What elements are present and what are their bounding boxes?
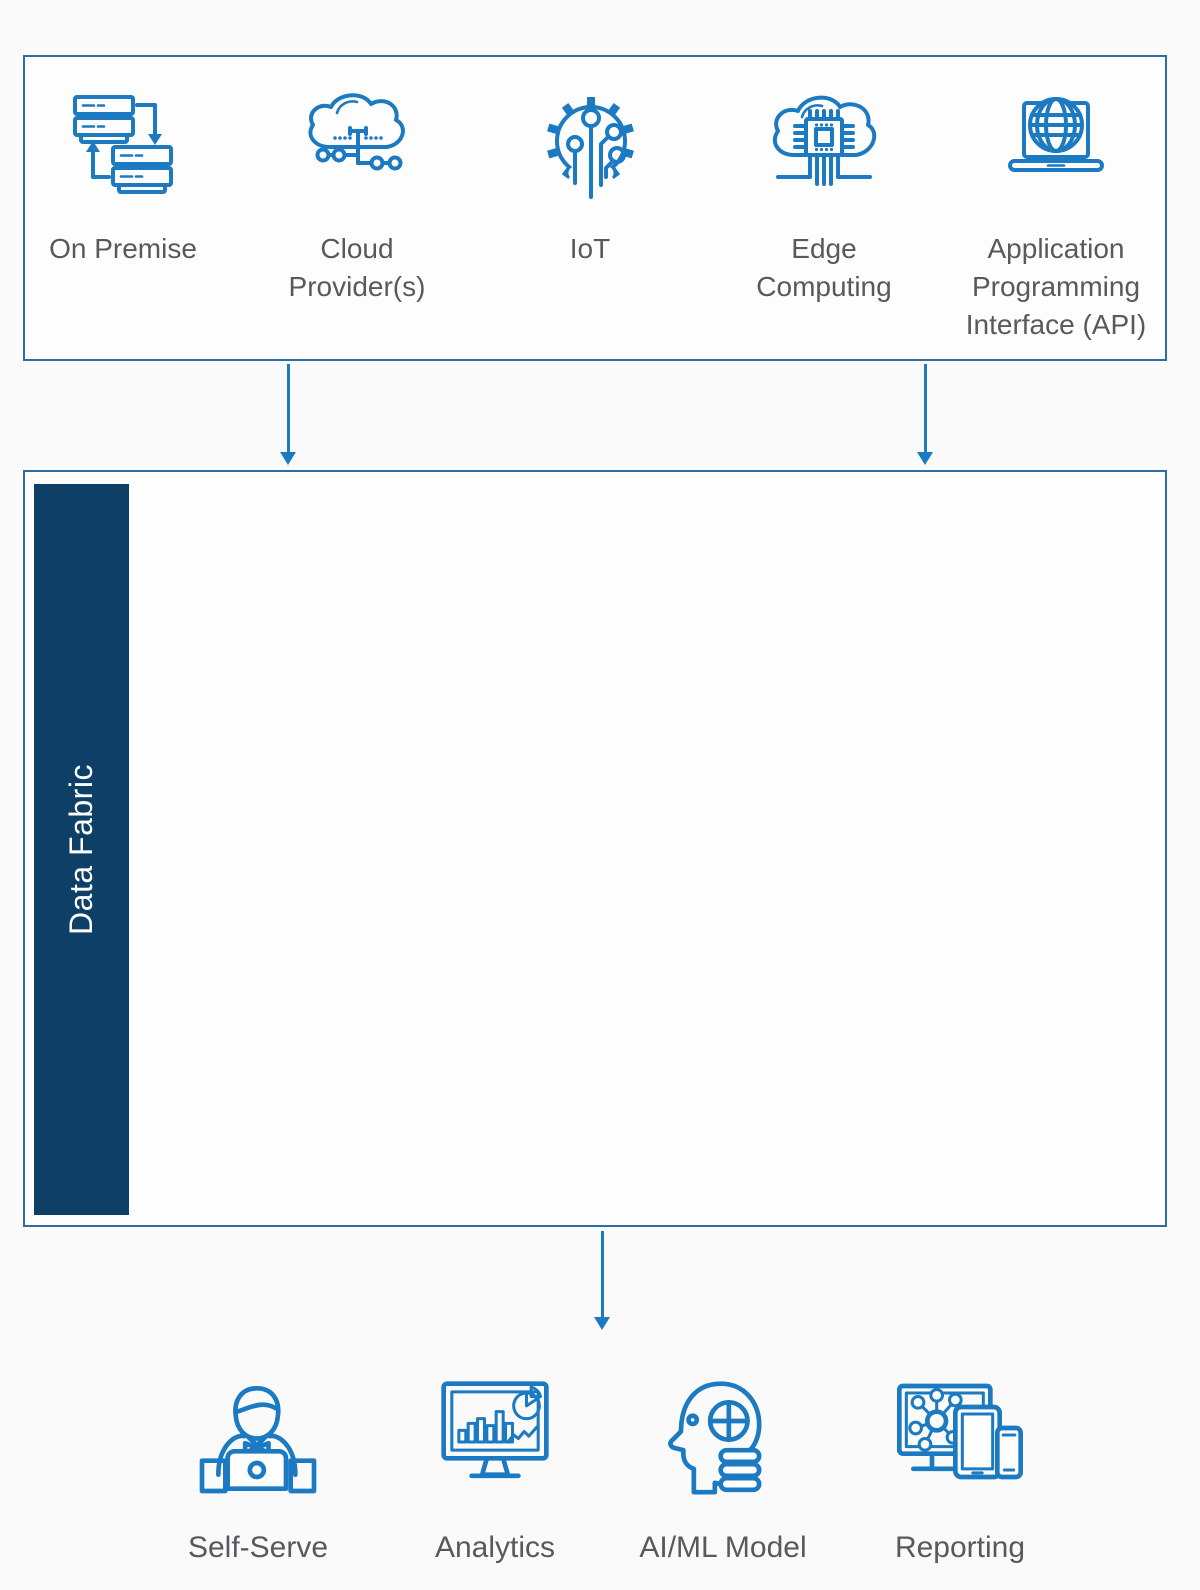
devices-network-icon (840, 1372, 1080, 1530)
flow-arrow-right-head (917, 452, 933, 465)
data-fabric-bar: Data Fabric (34, 484, 129, 1215)
consumer-label: Self-Serve (187, 1531, 329, 1564)
monitor-charts-icon (375, 1372, 615, 1530)
flow-arrow-bottom-line (600, 1231, 604, 1319)
source-item-cloud-providers: Cloud Provider(s) (257, 85, 457, 306)
flow-arrow-left-head (280, 452, 296, 465)
consumer-item-ai-ml-model: AI/ML Model (603, 1372, 843, 1566)
source-label: Cloud Provider(s) (288, 233, 426, 302)
consumer-item-analytics: Analytics (375, 1372, 615, 1566)
source-label: IoT (569, 233, 611, 264)
consumer-label: Reporting (894, 1531, 1026, 1564)
consumer-label: Analytics (434, 1531, 556, 1564)
consumer-item-reporting: Reporting (840, 1372, 1080, 1566)
source-label: On Premise (49, 233, 197, 264)
flow-arrow-left-line (286, 364, 290, 454)
data-fabric-panel: Data Fabric (23, 470, 1167, 1227)
source-item-api: Application Programming Interface (API) (956, 85, 1156, 344)
head-circuit-icon (603, 1372, 843, 1530)
consumer-item-self-serve: Self-Serve (138, 1372, 378, 1566)
gear-circuit-icon (490, 85, 690, 230)
source-label: Application Programming Interface (API) (965, 233, 1147, 340)
source-item-edge-computing: Edge Computing (724, 85, 924, 306)
source-item-iot: IoT (490, 85, 690, 268)
data-fabric-label: Data Fabric (63, 764, 100, 935)
consumer-label: AI/ML Model (639, 1531, 807, 1564)
flow-arrow-bottom-head (594, 1317, 610, 1330)
cloud-chip-icon (724, 85, 924, 230)
source-item-on-premise: On Premise (23, 85, 223, 268)
cloud-network-icon (257, 85, 457, 230)
servers-sync-icon (23, 85, 223, 230)
laptop-globe-icon (956, 85, 1156, 230)
flow-arrow-right-line (923, 364, 927, 454)
source-label: Edge Computing (756, 233, 892, 302)
person-laptop-icon (138, 1372, 378, 1530)
